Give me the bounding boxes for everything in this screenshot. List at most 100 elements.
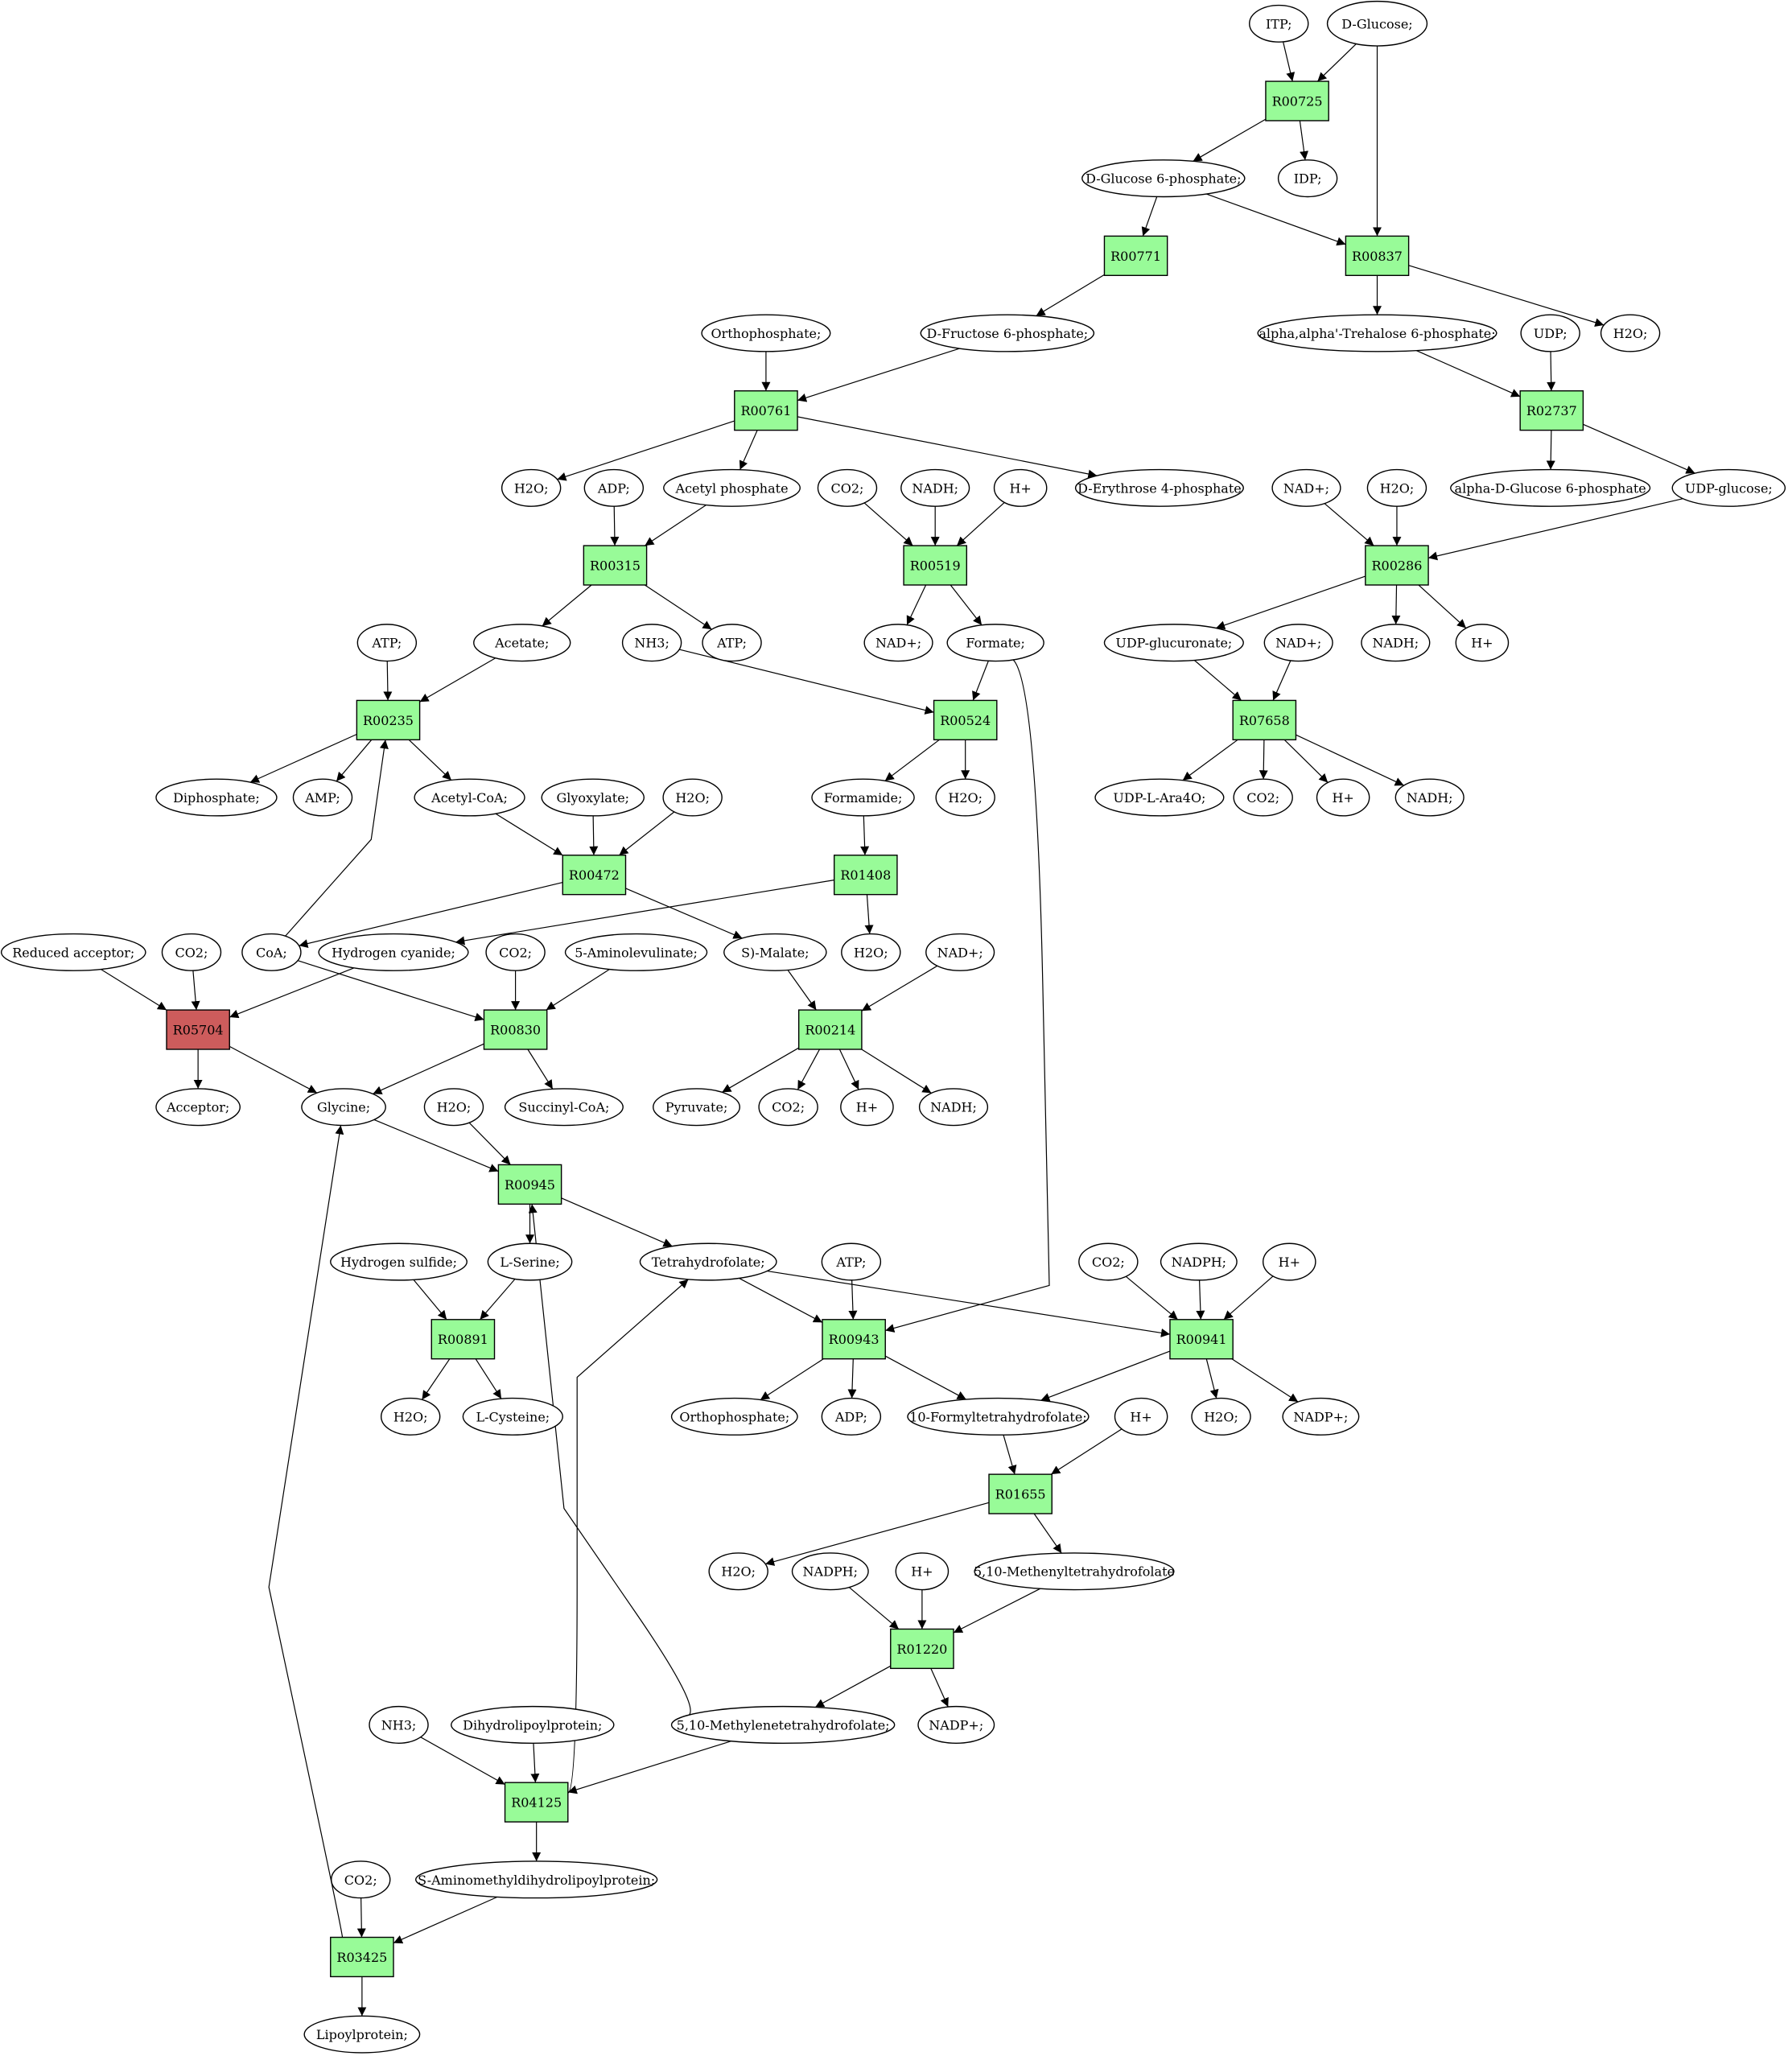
edge-arrow (420, 1737, 505, 1786)
edge-arrow (1415, 350, 1521, 398)
node-label: NAD+; (1275, 636, 1321, 651)
node-label: R00837 (1352, 249, 1403, 264)
edge-arrow (546, 969, 610, 1011)
edge-arrow (455, 880, 834, 946)
compound-node: H2O; (841, 933, 901, 971)
edge-arrow (557, 420, 735, 481)
compound-ellipse (1277, 159, 1338, 198)
edge-arrow (953, 1588, 1041, 1634)
reaction-R00941: R00941 (1169, 1319, 1234, 1360)
compound-node: NADPH; (1160, 1242, 1238, 1281)
node-label: 5-Aminolevulinate; (575, 945, 698, 960)
reaction-box (1345, 235, 1410, 276)
edge-arrow (848, 1587, 900, 1630)
compound-node: NADH; (1361, 624, 1431, 662)
node-label: H2O; (854, 945, 888, 960)
compound-ellipse (414, 778, 525, 817)
reaction-box (890, 1628, 954, 1670)
edge-arrow (1259, 740, 1268, 780)
edge-arrow (1125, 1275, 1179, 1321)
edge-arrow (764, 1502, 990, 1566)
edge-arrow (1231, 1358, 1299, 1403)
compound-node: Reduced acceptor; (0, 933, 146, 971)
compound-ellipse (1074, 468, 1244, 507)
compound-ellipse (653, 1088, 741, 1127)
reaction-R00945: R00945 (497, 1164, 562, 1205)
node-label: Diphosphate; (173, 790, 260, 806)
compound-node: CO2; (1233, 778, 1293, 817)
compound-node: Acetyl phosphate (663, 468, 801, 507)
compound-node: Hydrogen cyanide; (318, 933, 469, 971)
compound-node: NAD+; (863, 624, 933, 662)
compound-ellipse (920, 314, 1095, 352)
edge-arrow (1193, 118, 1267, 162)
edge-arrow (229, 967, 355, 1019)
compound-ellipse (1671, 468, 1786, 507)
compound-node: CO2; (1078, 1242, 1139, 1281)
edge-arrow (863, 502, 913, 546)
compound-ellipse (1081, 159, 1246, 198)
node-label: Orthophosphate; (679, 1409, 789, 1424)
node-label: CO2; (772, 1100, 805, 1115)
node-label: Reduced acceptor; (12, 945, 134, 960)
compound-node: Pyruvate; (653, 1088, 741, 1127)
node-label: Formamide; (824, 790, 903, 806)
node-label: alpha,alpha'-Trehalose 6-phosphate; (1259, 326, 1495, 341)
node-label: H+ (1332, 790, 1353, 806)
edge-arrow (268, 1125, 344, 1939)
reaction-R07658: R07658 (1232, 699, 1297, 741)
reaction-R00519: R00519 (903, 545, 968, 586)
edge-arrow (419, 657, 496, 703)
compound-ellipse (583, 468, 645, 507)
reaction-box (1232, 699, 1297, 741)
node-label: Acetyl-CoA; (430, 790, 508, 806)
edge-arrow (373, 1119, 499, 1172)
edge-arrow (1223, 1275, 1274, 1321)
compound-node: UDP-glucuronate; (1103, 624, 1244, 662)
compound-ellipse (670, 1397, 798, 1436)
compound-ellipse (292, 778, 353, 817)
edge-arrow (1040, 1350, 1171, 1402)
compound-node: 5-Aminolevulinate; (564, 933, 708, 971)
node-label: R04125 (511, 1795, 562, 1811)
compound-ellipse (564, 933, 708, 971)
reaction-box (1365, 545, 1429, 586)
edge-arrow (1296, 734, 1404, 786)
compound-ellipse (1160, 1242, 1238, 1281)
node-label: NAD+; (1283, 480, 1329, 496)
node-label: R00771 (1110, 249, 1161, 264)
compound-node: Acetyl-CoA; (414, 778, 525, 817)
reaction-R01220: R01220 (890, 1628, 954, 1670)
compound-ellipse (621, 624, 682, 662)
edge-arrow (373, 1043, 484, 1094)
compound-ellipse (639, 1242, 777, 1281)
compound-node: H2O; (708, 1552, 768, 1591)
compound-node: ATP; (356, 624, 418, 662)
compound-node: UDP-glucose; (1671, 468, 1786, 507)
node-label: D-Glucose; (1341, 16, 1412, 31)
edge-arrow (956, 501, 1005, 546)
compound-node: S)-Malate; (723, 933, 827, 971)
compound-ellipse (840, 1088, 894, 1127)
compound-node: Diphosphate; (155, 778, 278, 817)
reaction-R01655: R01655 (988, 1473, 1053, 1514)
compound-ellipse (303, 2015, 421, 2054)
node-label: 5,10-Methenyltetrahydrofolate (974, 1564, 1175, 1580)
edge-arrow (797, 348, 960, 402)
compound-node: Dihydrolipoylprotein; (451, 1705, 615, 1744)
edge-arrow (645, 584, 712, 630)
edge-arrow (383, 661, 393, 701)
compound-ellipse (1455, 624, 1510, 662)
reaction-box (1169, 1319, 1234, 1360)
compound-node: IDP; (1277, 159, 1338, 198)
compound-node: NH3; (369, 1705, 429, 1744)
compound-node: ATP; (702, 624, 762, 662)
compound-ellipse (1520, 314, 1580, 352)
node-label: L-Serine; (500, 1255, 559, 1270)
compound-node: CO2; (758, 1088, 818, 1127)
node-label: R00945 (505, 1177, 555, 1193)
node-label: H+ (911, 1564, 933, 1580)
edge-arrow (1283, 739, 1329, 783)
